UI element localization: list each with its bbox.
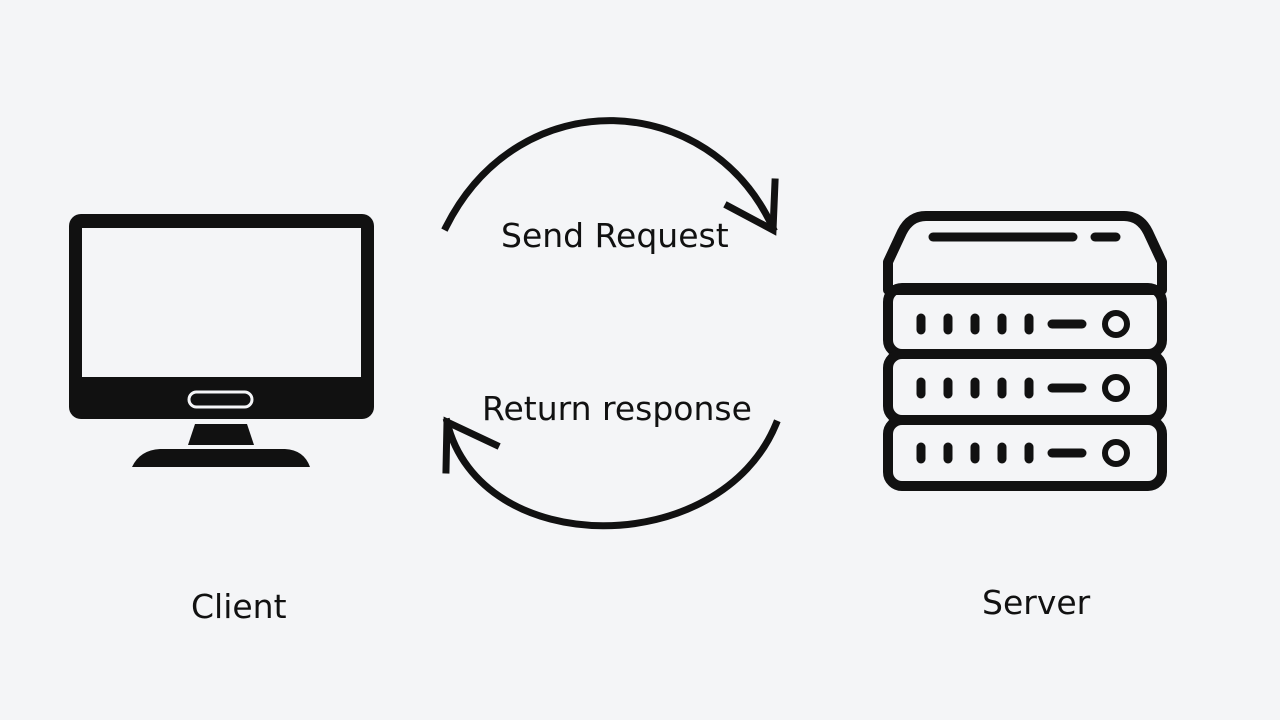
monitor-icon (69, 214, 374, 467)
server-rack-icon (883, 211, 1167, 491)
client-label: Client (191, 587, 287, 626)
send-request-label: Send Request (501, 216, 729, 255)
return-response-label: Return response (482, 389, 752, 428)
curved-arrow-left-icon (442, 416, 781, 530)
server-label: Server (982, 583, 1091, 622)
curved-arrow-right-icon (441, 117, 779, 236)
